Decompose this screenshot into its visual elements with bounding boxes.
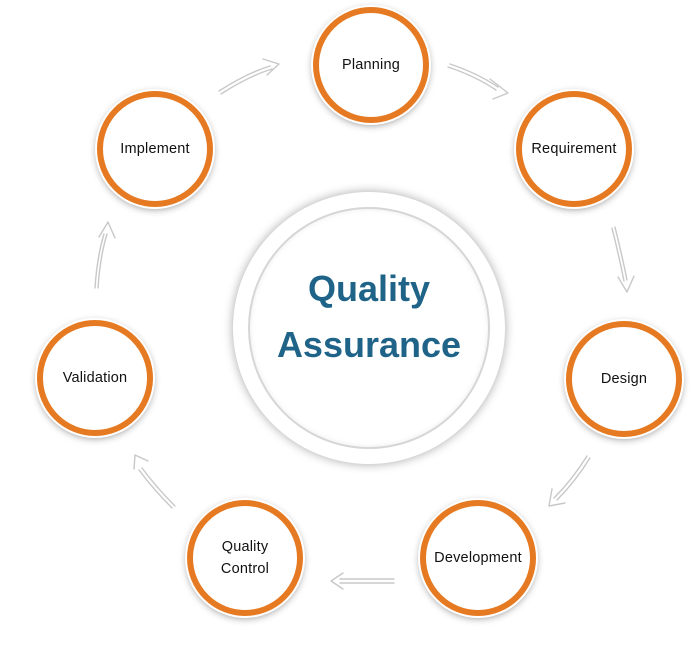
- arrow-development-to-quality-control: [330, 572, 395, 590]
- node-label-requirement: Requirement: [531, 141, 617, 157]
- node-development: Development: [420, 500, 536, 616]
- arrow-requirement-to-design: [611, 226, 635, 293]
- quality-assurance-hub: Quality Assurance: [233, 192, 505, 464]
- arrow-validation-to-implement: [94, 221, 116, 289]
- node-label-planning: Planning: [341, 57, 401, 73]
- node-quality-control: Quality Control: [187, 500, 303, 616]
- hub-title-line-1: Quality: [307, 268, 431, 309]
- hub-inner-ring: [248, 207, 490, 449]
- node-label-validation: Validation: [62, 370, 128, 386]
- node-label-development: Development: [434, 550, 522, 566]
- node-design: Design: [566, 321, 682, 437]
- node-validation: Validation: [37, 320, 153, 436]
- node-requirement: Requirement: [516, 91, 632, 207]
- arrow-quality-control-to-validation: [133, 454, 176, 509]
- arrow-implement-to-planning: [218, 58, 280, 95]
- node-planning: Planning: [313, 7, 429, 123]
- node-implement: Implement: [97, 91, 213, 207]
- node-label-design: Design: [600, 371, 648, 387]
- arrow-planning-to-requirement: [447, 63, 509, 100]
- node-label-implement: Implement: [120, 141, 190, 157]
- arrow-design-to-development: [548, 455, 591, 507]
- hub-title-line-2: Assurance: [276, 324, 462, 365]
- node-label-quality-control: Quality Control: [220, 539, 270, 577]
